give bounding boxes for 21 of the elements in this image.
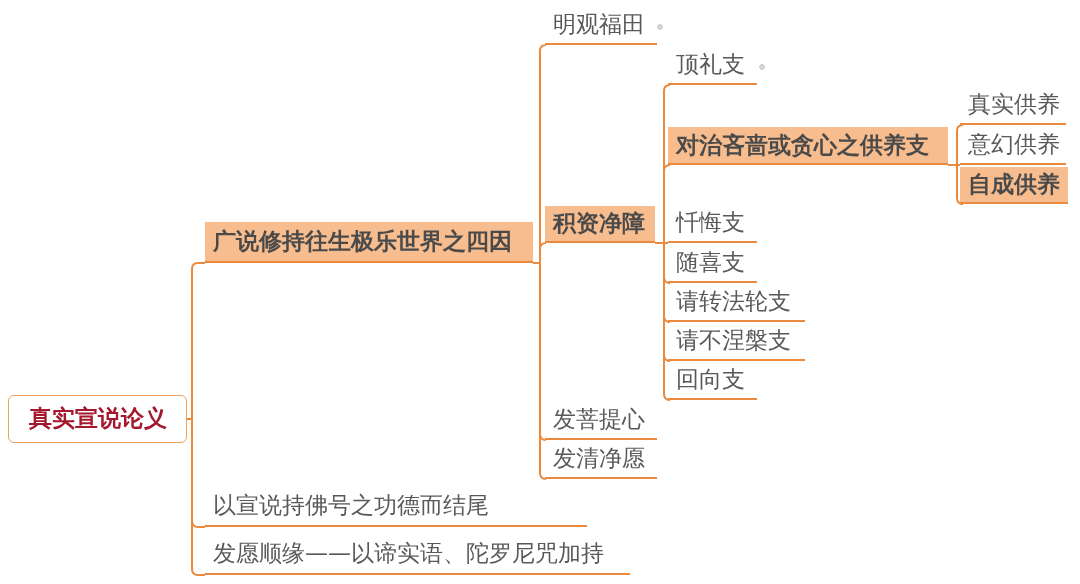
subtopic-label: 发愿顺缘——以谛实语、陀罗尼咒加持 xyxy=(205,535,630,575)
subtopic-label: 忏悔支 xyxy=(668,205,757,243)
root-topic-box: 真实宣说论义 xyxy=(8,395,187,443)
subtopic-label: 明观福田 xyxy=(545,7,657,45)
subtopic-label: 请转法轮支 xyxy=(668,284,805,322)
highlighted-topic: 广说修持往生极乐世界之四因 xyxy=(205,222,533,263)
highlighted-topic: 对治吝啬或贪心之供养支 xyxy=(668,127,948,165)
subtopic-label: 回向支 xyxy=(668,362,757,400)
subtopic-label: 意幻供养 xyxy=(960,127,1066,165)
highlighted-topic: 自成供养 xyxy=(960,167,1068,204)
subtopic-label: 顶礼支 xyxy=(668,47,757,85)
subtopic-label: 以宣说持佛号之功德而结尾 xyxy=(205,487,587,527)
subtopic-label: 真实供养 xyxy=(960,87,1066,125)
subtopic-label: 发菩提心 xyxy=(545,402,657,440)
connector-line xyxy=(654,242,671,401)
connector-line xyxy=(947,164,964,205)
subtopic-label: 发清净愿 xyxy=(545,441,657,479)
subtopic-label: 随喜支 xyxy=(668,245,757,283)
subtopic-label: 请不涅槃支 xyxy=(668,323,805,361)
highlighted-topic: 积资净障 xyxy=(545,206,655,243)
connector-line xyxy=(532,262,547,480)
